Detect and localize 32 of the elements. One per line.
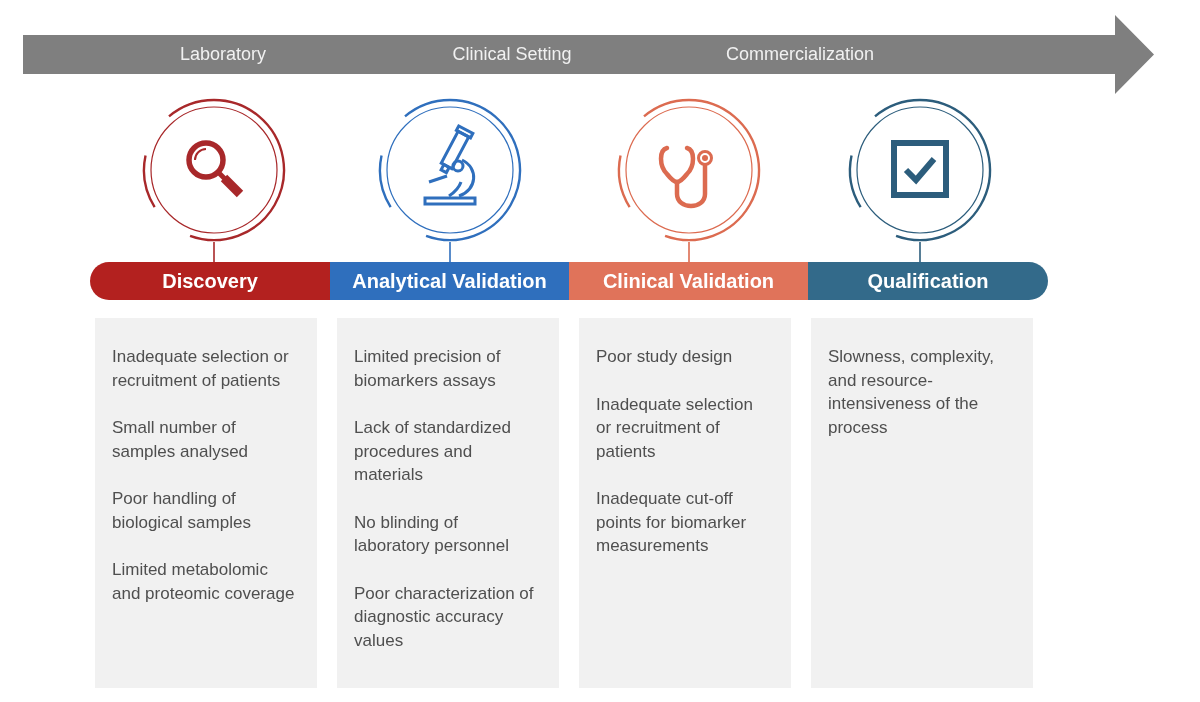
- challenge-text: Inadequate selection or recruitment of patients: [596, 393, 754, 463]
- challenge-text: Poor study design: [596, 346, 734, 368]
- stage-label: Laboratory: [179, 43, 267, 65]
- phase-band: [90, 262, 330, 300]
- phase-band: [330, 262, 569, 300]
- phase-title: Clinical Validation: [602, 269, 775, 293]
- icon-ring: [848, 98, 992, 242]
- connector-line: [449, 241, 451, 263]
- stage-label: Commercialization: [726, 43, 874, 65]
- challenge-text: Limited precision of biomarkers assays: [354, 346, 502, 392]
- phase-title: Discovery: [162, 269, 258, 293]
- icon-ring: [617, 98, 761, 242]
- phase-title: Qualification: [867, 269, 989, 293]
- timeline-arrow: [23, 15, 1154, 94]
- challenge-text: Limited metabolomic and proteomic coverage: [112, 559, 296, 605]
- stage-label: Clinical Setting: [452, 43, 572, 65]
- connector-line: [688, 241, 690, 263]
- challenge-text: Inadequate cut-off points for biomarker measurements: [596, 488, 748, 557]
- challenge-text: Slowness, complexity, and resource-intensiveness of the process: [828, 346, 995, 439]
- challenge-text: Inadequate selection or recruitment of patients: [112, 346, 290, 392]
- challenge-text: Small number of samples analysed: [112, 417, 250, 463]
- connector-line: [919, 241, 921, 263]
- connector-line: [213, 241, 215, 263]
- phase-band: [569, 262, 808, 300]
- phase-title: Analytical Validation: [352, 269, 547, 293]
- phase-band: [808, 262, 1048, 300]
- challenge-text: Lack of standardized procedures and materials: [354, 417, 512, 486]
- icon-ring: [378, 98, 522, 242]
- challenge-text: Poor characterization of diagnostic accuracy values: [354, 582, 535, 652]
- challenge-text: Poor handling of biological samples: [112, 488, 252, 534]
- challenge-text: No blinding of laboratory personnel: [354, 511, 510, 557]
- icon-ring: [142, 98, 286, 242]
